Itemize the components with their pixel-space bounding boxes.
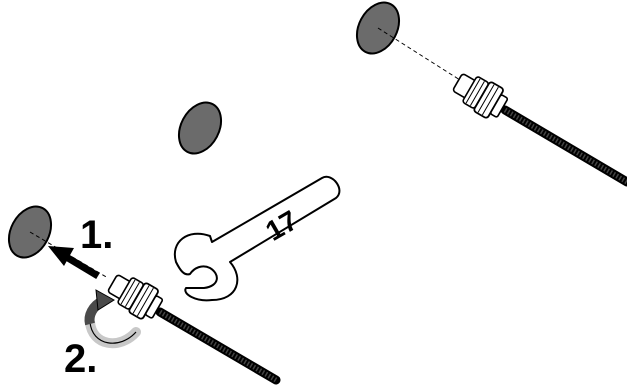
wrench-icon: 17 xyxy=(173,175,341,302)
rotate-arrow-icon xyxy=(84,289,141,349)
remove-arrow-icon xyxy=(48,246,100,280)
step-1-label: 1. xyxy=(80,213,113,257)
step-2-label: 2. xyxy=(64,337,97,381)
fitting-icon xyxy=(452,73,509,119)
cap-icon xyxy=(355,1,401,55)
alignment-dashed-line xyxy=(377,27,461,81)
left-assembly: 1. 2. xyxy=(7,205,281,385)
top-right-assembly xyxy=(355,1,627,187)
fitting-icon xyxy=(107,274,164,320)
cap-icon xyxy=(177,101,223,155)
